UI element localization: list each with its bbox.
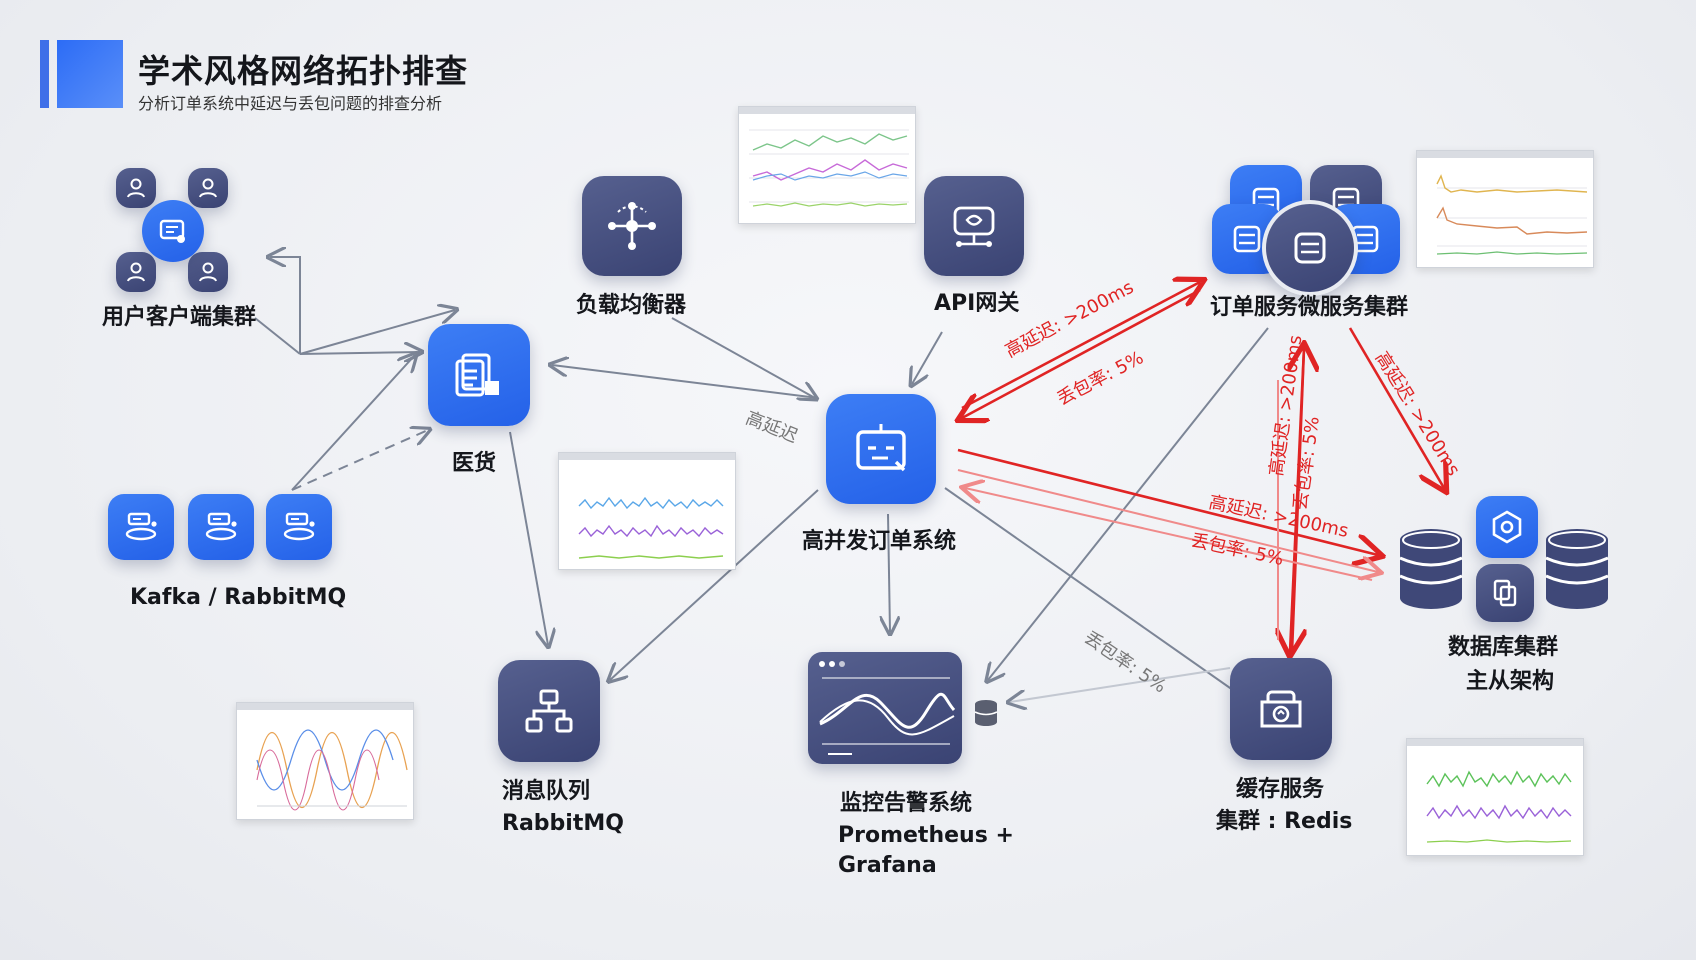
user-avatar-2 [188, 168, 228, 208]
edge-core-orderms-a [961, 282, 1200, 410]
database-cylinder-icon [1399, 529, 1463, 609]
edge-db-core-faded [965, 488, 1373, 581]
users-hub-node[interactable] [142, 200, 204, 262]
user-avatar-1 [116, 168, 156, 208]
edge-orderms-db [1348, 327, 1444, 488]
edge-core-cache [944, 487, 1251, 703]
user-avatar-3 [116, 252, 156, 292]
metrics-thumbnail-top [738, 106, 916, 224]
load-balancer-icon [608, 202, 656, 250]
middle-node[interactable] [428, 324, 530, 426]
user-avatar-4 [188, 252, 228, 292]
database-cluster-icon [1233, 225, 1261, 253]
edge-cache-monitor [1010, 667, 1231, 702]
api-gateway-label: API网关 [934, 291, 1020, 316]
message-queue-node[interactable] [498, 660, 600, 762]
users-group-icon [159, 219, 185, 243]
page-title: 学术风格网络拓扑排查 [138, 52, 469, 90]
broker-icon [205, 512, 237, 541]
cache-service-label: 缓存服务 [1236, 777, 1325, 802]
edge-core-monitor [888, 513, 890, 632]
db-primary-node[interactable] [1476, 564, 1534, 622]
metrics-thumbnail-right-top [1416, 150, 1594, 268]
orderms-cluster-label: 订单服务微服务集群 [1210, 295, 1409, 320]
database-cluster-icon [1294, 232, 1326, 264]
db-cluster-sublabel: 主从架构 [1466, 669, 1555, 694]
mq-broker-1[interactable] [108, 494, 174, 560]
hexagon-icon [1492, 510, 1522, 544]
core-order-system-node[interactable] [826, 394, 936, 504]
edge-users-middle-2 [299, 352, 420, 354]
metrics-thumbnail-left [236, 702, 414, 820]
metrics-thumbnail-right-bottom [1406, 738, 1584, 856]
db-cluster-label: 数据库集群 [1448, 635, 1559, 660]
edge-mq-middle [291, 430, 428, 491]
edge-core-middle [552, 365, 819, 399]
broker-icon [125, 512, 157, 541]
metrics-thumbnail-middle [558, 452, 736, 570]
db-replica-node[interactable] [1476, 496, 1538, 558]
user-icon [199, 178, 217, 198]
mini-database-icon [974, 700, 998, 726]
users-cluster-label: 用户客户端集群 [102, 305, 257, 330]
database-cylinder-icon [1545, 529, 1609, 609]
edge-orderms-monitor [988, 327, 1269, 680]
message-queue-label: 消息队列 [502, 779, 591, 804]
mq-broker-2[interactable] [188, 494, 254, 560]
edge-gateway-core [912, 331, 943, 384]
document-stack-icon [455, 353, 499, 397]
mq-broker-3[interactable] [266, 494, 332, 560]
mq-cluster-label: Kafka / RabbitMQ [130, 585, 347, 610]
title-accent-block [57, 40, 123, 108]
edge-cache-orderms [1292, 348, 1304, 653]
copy-icon [1493, 579, 1517, 607]
monitoring-label: 监控告警系统 [840, 791, 973, 816]
monitoring-node[interactable] [808, 652, 962, 764]
monitor-chart-icon [819, 661, 956, 755]
edge-users-middle [299, 310, 455, 355]
api-gateway-icon [953, 206, 995, 247]
page-subtitle: 分析订单系统中延迟与丢包问题的排查分析 [138, 94, 443, 113]
broker-icon [283, 512, 315, 541]
user-icon [199, 262, 217, 282]
order-system-icon [856, 424, 906, 472]
edge-users-return [254, 317, 301, 355]
core-order-system-label: 高并发订单系统 [802, 529, 957, 554]
edge-core-queue [610, 489, 819, 680]
edge-core-db-faded [957, 469, 1378, 572]
monitoring-sublabel-2: Grafana [838, 853, 937, 878]
cache-service-sublabel: 集群 : Redis [1216, 809, 1353, 834]
edge-core-db [957, 448, 1378, 555]
cache-service-node[interactable] [1230, 658, 1332, 760]
edge-core-orderms-b [962, 288, 1201, 418]
load-balancer-label: 负载均衡器 [576, 293, 687, 318]
edge-lb-core [671, 317, 815, 398]
title-accent-bar [40, 40, 49, 108]
sitemap-icon [525, 689, 573, 733]
edge-middle-queue [509, 431, 548, 645]
edge-mq-middle-2 [291, 355, 415, 491]
message-queue-sublabel: RabbitMQ [502, 811, 624, 836]
middle-node-label: 医货 [452, 451, 497, 476]
user-icon [127, 178, 145, 198]
monitoring-sublabel-1: Prometheus + [838, 823, 1014, 848]
api-gateway-node[interactable] [924, 176, 1024, 276]
cache-server-icon [1260, 690, 1302, 728]
edge-users-loop [270, 257, 301, 354]
load-balancer-node[interactable] [582, 176, 682, 276]
user-icon [127, 262, 145, 282]
orderms-primary[interactable] [1262, 200, 1358, 296]
